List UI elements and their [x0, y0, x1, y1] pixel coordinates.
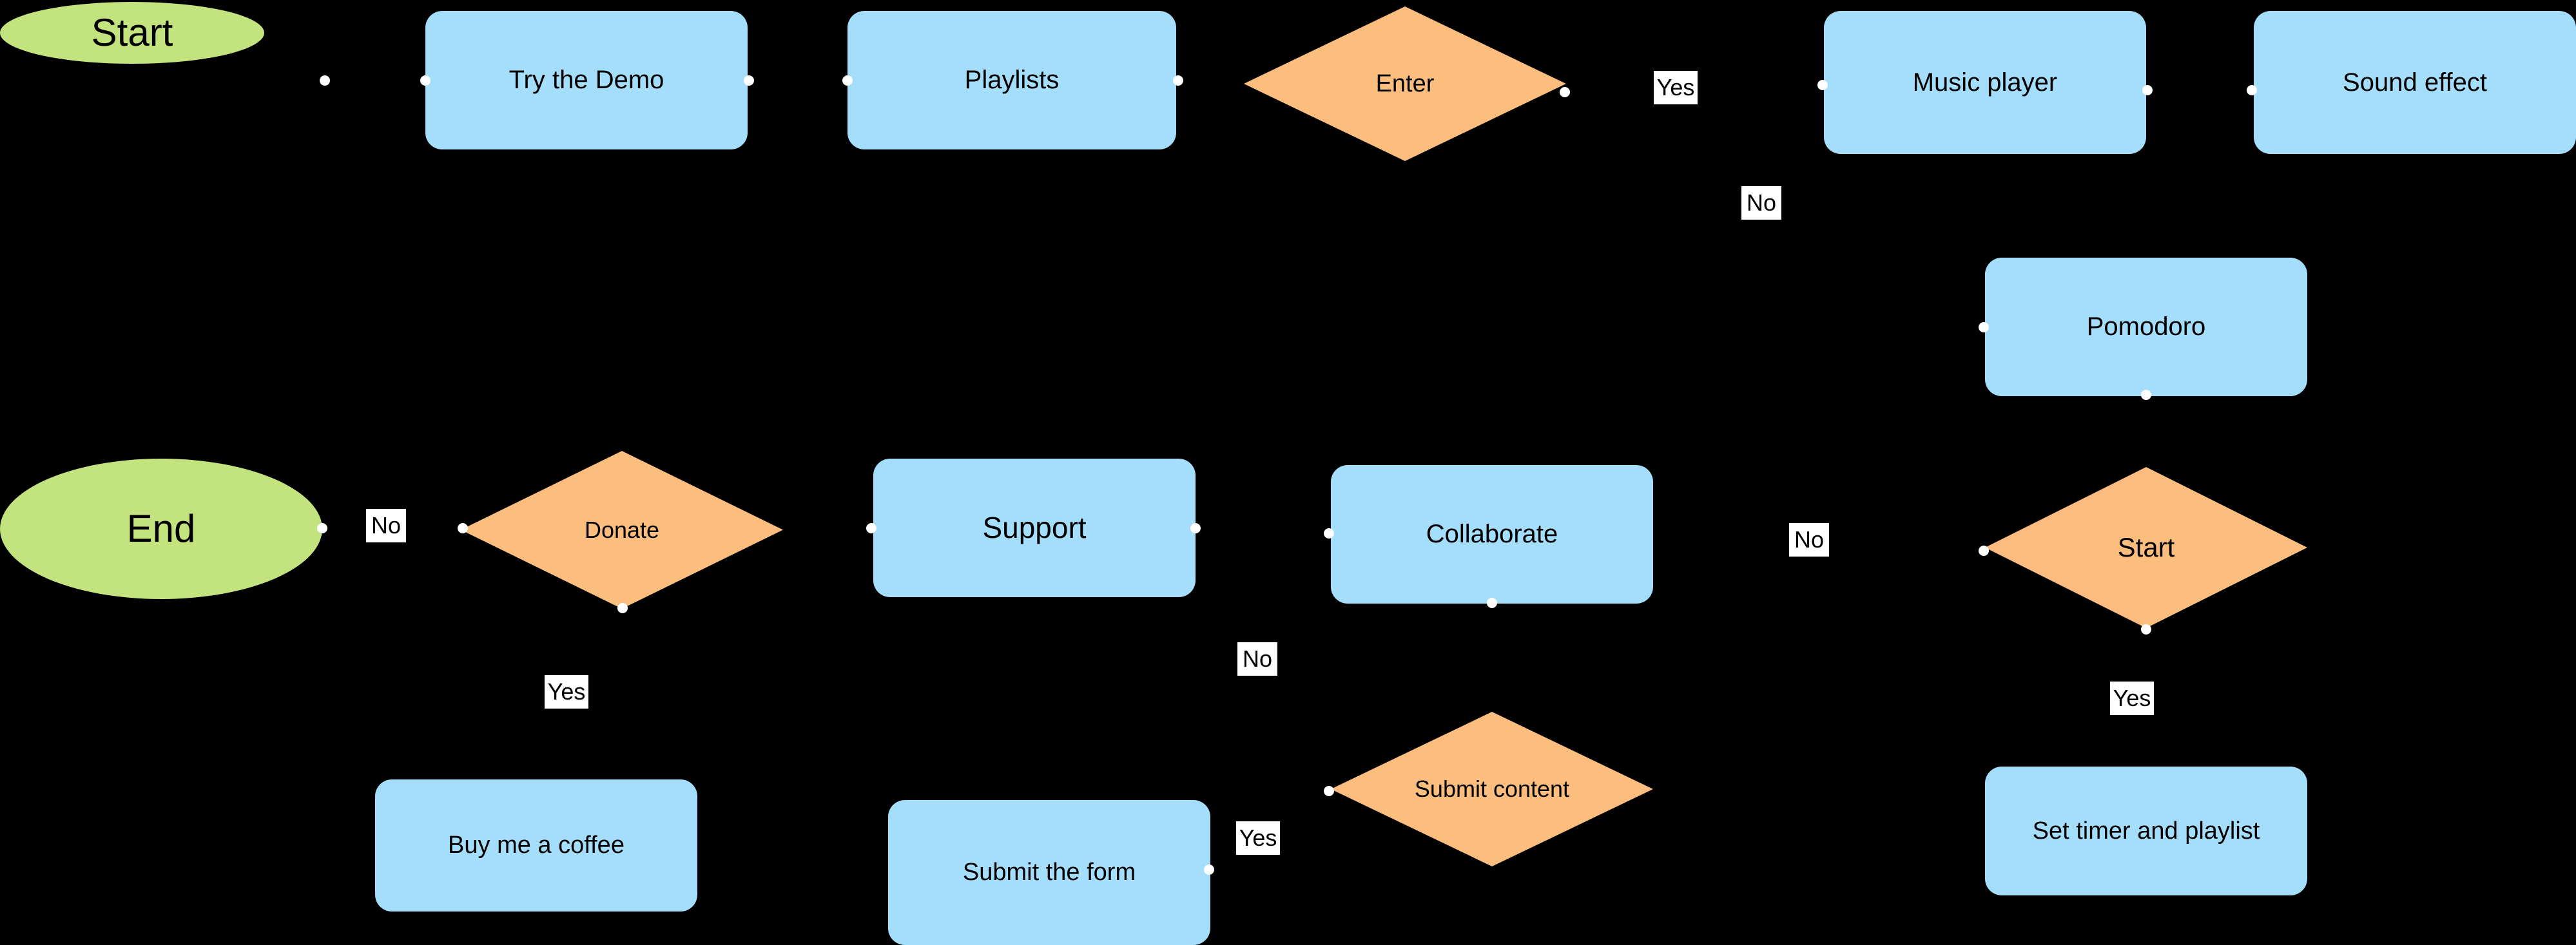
node-submit-content[interactable]: Submit content: [1331, 712, 1653, 866]
edge-label-enter-yes: Yes: [1654, 71, 1698, 104]
node-start-timer[interactable]: Start: [1985, 467, 2307, 628]
connector-dot-donate-in: [458, 523, 468, 533]
node-end[interactable]: End: [0, 459, 322, 599]
connector-dot-donate-out: [617, 603, 628, 613]
connector-dot-music-out: [2142, 85, 2153, 95]
connector-dot-support-in: [866, 523, 876, 533]
connector-dot-pomodoro-out: [2141, 390, 2151, 400]
node-label-buy-me-a-coffee: Buy me a coffee: [448, 832, 625, 859]
connector-dot-pomodoro-in: [1979, 322, 1989, 332]
node-support[interactable]: Support: [873, 459, 1196, 597]
node-label-end: End: [126, 507, 196, 551]
node-enter[interactable]: Enter: [1244, 6, 1566, 161]
connector-dot-support-out: [1190, 523, 1201, 533]
edge-label-donate-no: No: [366, 509, 406, 542]
node-label-music-player: Music player: [1912, 68, 2058, 97]
node-submit-the-form[interactable]: Submit the form: [888, 800, 1210, 945]
node-label-start: Start: [91, 11, 173, 55]
node-label-collaborate: Collaborate: [1426, 520, 1558, 549]
node-label-support: Support: [982, 511, 1087, 545]
node-label-start-timer: Start: [2117, 532, 2175, 563]
node-donate[interactable]: Donate: [461, 451, 783, 609]
diamond-icon: [461, 451, 783, 609]
node-label-playlists: Playlists: [964, 66, 1060, 95]
node-buy-me-a-coffee[interactable]: Buy me a coffee: [375, 779, 697, 912]
connector-dot-music-in: [1817, 80, 1828, 90]
connector-dot-startd-out: [2141, 624, 2151, 635]
node-set-timer[interactable]: Set timer and playlist: [1985, 767, 2307, 895]
diamond-icon: [1985, 467, 2307, 628]
node-try-the-demo[interactable]: Try the Demo: [425, 11, 748, 149]
node-label-donate: Donate: [584, 516, 660, 543]
edge-label-timer-no: No: [1789, 523, 1829, 557]
edge-label-submit-yes: Yes: [1236, 821, 1280, 855]
node-collaborate[interactable]: Collaborate: [1331, 465, 1653, 604]
node-label-sound-effect: Sound effect: [2343, 68, 2487, 97]
node-label-submit-the-form: Submit the form: [962, 859, 1136, 886]
connector-dot-playlists-in: [842, 75, 853, 86]
edge-label-enter-no: No: [1741, 186, 1781, 220]
node-sound-effect[interactable]: Sound effect: [2254, 11, 2576, 154]
connector-dot-demo-in: [420, 75, 431, 86]
node-playlists[interactable]: Playlists: [847, 11, 1176, 149]
node-pomodoro[interactable]: Pomodoro: [1985, 258, 2307, 396]
connector-dot-sound-in: [2247, 85, 2257, 95]
edge-label-timer-yes: Yes: [2110, 682, 2154, 715]
connector-dot-collab-in: [1324, 528, 1334, 539]
node-music-player[interactable]: Music player: [1824, 11, 2146, 154]
connector-dot-submitc-in: [1324, 786, 1334, 796]
node-label-try-the-demo: Try the Demo: [508, 66, 664, 95]
diamond-icon: [1244, 6, 1566, 161]
connector-dot-collab-out: [1487, 598, 1497, 608]
connector-dot-end-in: [317, 523, 327, 533]
connector-dot-enter-out: [1560, 87, 1570, 97]
node-label-enter: Enter: [1375, 70, 1435, 97]
node-start[interactable]: Start: [0, 2, 264, 64]
connector-dot-submitform-out: [1204, 864, 1214, 875]
connector-dot-playlists-out: [1173, 75, 1183, 86]
node-label-pomodoro: Pomodoro: [2086, 312, 2206, 341]
connector-dot-start-out: [320, 75, 330, 86]
connector-dot-demo-out: [744, 75, 754, 86]
connector-dot-startd-in: [1979, 546, 1989, 556]
node-label-submit-content: Submit content: [1414, 776, 1570, 803]
edge-label-donate-yes: Yes: [545, 675, 588, 709]
diamond-icon: [1331, 712, 1653, 866]
node-label-set-timer: Set timer and playlist: [2032, 817, 2260, 845]
edge-label-collaborate-no: No: [1237, 642, 1277, 676]
